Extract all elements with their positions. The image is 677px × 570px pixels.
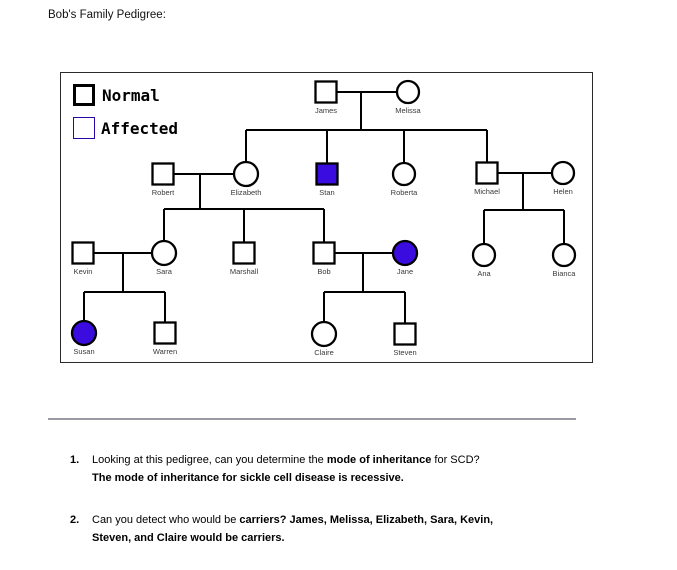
pedigree-legend: Normal Affected [73, 84, 178, 150]
member-label: Jane [397, 267, 413, 276]
member-label: Marshall [230, 267, 259, 276]
normal-female-circle-icon [471, 242, 497, 268]
question-1: 1. Looking at this pedigree, can you dete… [70, 451, 592, 487]
member-ana: Ana [471, 242, 497, 278]
question-text-part: carriers? James, Melissa, Elizabeth, Sar… [239, 514, 494, 526]
normal-female-circle-icon [310, 320, 338, 348]
pedigree-chart-box [60, 72, 593, 363]
question-text-part: The mode of inheritance for sickle cell … [92, 472, 404, 484]
member-label: Michael [474, 187, 500, 196]
member-roberta: Roberta [391, 161, 419, 197]
member-kevin: Kevin [71, 241, 95, 276]
legend-item-affected: Affected [73, 117, 178, 139]
member-label: Sara [156, 267, 173, 276]
normal-female-circle-icon [550, 160, 576, 186]
normal-female-circle-icon [395, 79, 421, 105]
member-label: Kevin [74, 267, 93, 276]
normal-male-square-icon [153, 321, 177, 345]
member-jane: Jane [391, 239, 419, 276]
question-number: 1. [70, 454, 80, 466]
normal-swatch-icon [73, 84, 95, 106]
question-text-part: Looking at this pedigree, can you determ… [92, 454, 327, 466]
member-melissa: Melissa [395, 79, 422, 115]
member-label: Claire [314, 348, 334, 357]
normal-male-square-icon [314, 80, 338, 104]
normal-male-square-icon [475, 161, 499, 185]
legend-affected-label: Affected [101, 118, 179, 138]
question-number: 2. [70, 514, 80, 526]
member-bianca: Bianca [551, 242, 577, 278]
normal-male-square-icon [393, 322, 417, 346]
member-label: Ana [477, 269, 491, 278]
member-label: Bianca [553, 269, 577, 278]
normal-male-square-icon [71, 241, 95, 265]
affected-female-circle-icon [391, 239, 419, 267]
member-steven: Steven [393, 322, 417, 357]
member-label: Melissa [395, 106, 421, 115]
member-label: James [315, 106, 337, 115]
member-helen: Helen [550, 160, 576, 196]
page-title: Bob's Family Pedigree: [48, 9, 166, 21]
normal-male-square-icon [151, 162, 175, 186]
legend-item-normal: Normal [73, 84, 178, 106]
affected-swatch-icon [73, 117, 95, 139]
affected-male-square-icon [315, 162, 339, 186]
member-elizabeth: Elizabeth [231, 160, 262, 197]
member-label: Elizabeth [231, 188, 262, 197]
member-bob: Bob [312, 241, 336, 276]
question-text: Can you detect who would be carriers? Ja… [92, 511, 592, 547]
member-susan: Susan [70, 319, 98, 356]
member-label: Robert [152, 188, 175, 197]
member-label: Steven [393, 348, 416, 357]
member-marshall: Marshall [230, 241, 259, 276]
legend-normal-label: Normal [102, 85, 160, 105]
normal-female-circle-icon [391, 161, 417, 187]
question-text-part: for SCD? [431, 454, 480, 466]
normal-female-circle-icon [150, 239, 178, 267]
member-james: James [314, 80, 338, 115]
question-text-part: Can you detect who would be [92, 514, 240, 526]
member-label: Susan [73, 347, 94, 356]
normal-female-circle-icon [232, 160, 260, 188]
normal-female-circle-icon [551, 242, 577, 268]
normal-male-square-icon [312, 241, 336, 265]
member-label: Roberta [391, 188, 419, 197]
member-warren: Warren [153, 321, 177, 356]
member-label: Warren [153, 347, 177, 356]
question-text-part: Steven, and Claire would be carriers. [92, 532, 285, 544]
member-label: Bob [317, 267, 330, 276]
question-2: 2. Can you detect who would be carriers? … [70, 511, 592, 547]
question-text-part: mode of inheritance [326, 454, 432, 466]
member-michael: Michael [474, 161, 500, 196]
member-claire: Claire [310, 320, 338, 357]
question-text: Looking at this pedigree, can you determ… [92, 451, 592, 487]
member-stan: Stan [315, 162, 339, 197]
affected-female-circle-icon [70, 319, 98, 347]
member-robert: Robert [151, 162, 175, 197]
normal-male-square-icon [232, 241, 256, 265]
member-label: Stan [319, 188, 334, 197]
member-sara: Sara [150, 239, 178, 276]
member-label: Helen [553, 187, 573, 196]
horizontal-divider [48, 418, 576, 420]
